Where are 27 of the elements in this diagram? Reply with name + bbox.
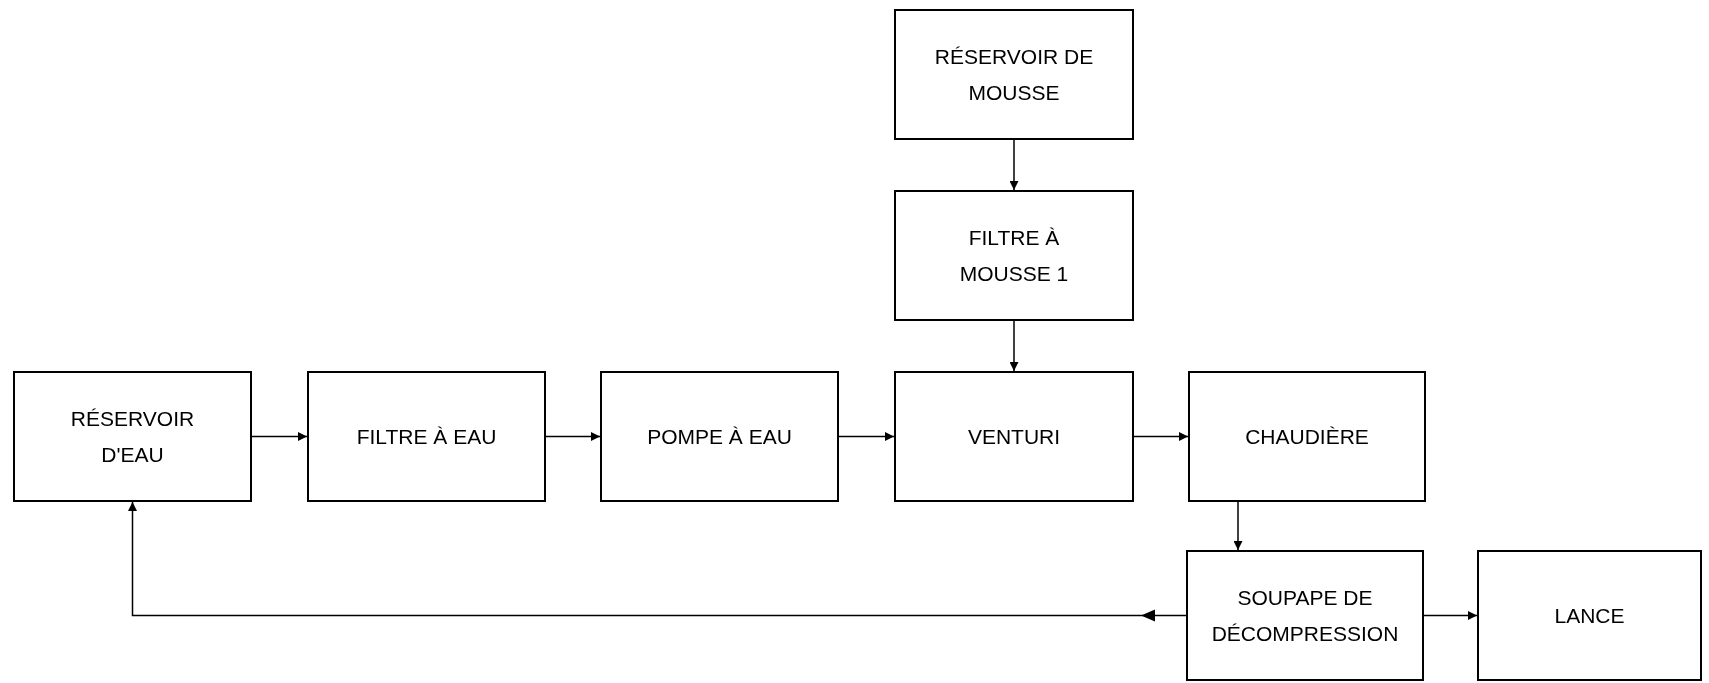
process-box [1186, 550, 1424, 681]
arrow [1423, 611, 1478, 620]
node-label: FILTRE À EAU [356, 423, 497, 450]
node-label: FILTRE À MOUSSE 1 [958, 224, 1070, 287]
arrow [1009, 139, 1019, 191]
process-box [1477, 550, 1702, 681]
arrow [545, 432, 601, 441]
arrow [1233, 501, 1243, 551]
process-box [307, 371, 546, 502]
node-label: VENTURI [967, 423, 1061, 450]
arrow [838, 432, 895, 441]
node-label: CHAUDIÈRE [1245, 423, 1369, 450]
process-box [894, 9, 1134, 140]
node-label: SOUPAPE DE DÉCOMPRESSION [1211, 584, 1399, 647]
node-label: POMPE À EAU [647, 423, 792, 450]
arrow [1009, 320, 1019, 372]
arrow [128, 501, 1187, 617]
process-box [894, 371, 1134, 502]
node-label: RÉSERVOIR D'EAU [69, 405, 196, 468]
process-box [600, 371, 839, 502]
node-label: LANCE [1554, 602, 1625, 629]
process-box [894, 190, 1134, 321]
process-box [1188, 371, 1426, 502]
process-box [13, 371, 252, 502]
arrow [1133, 432, 1189, 441]
arrow [251, 432, 308, 441]
node-label: RÉSERVOIR DE MOUSSE [933, 43, 1095, 106]
